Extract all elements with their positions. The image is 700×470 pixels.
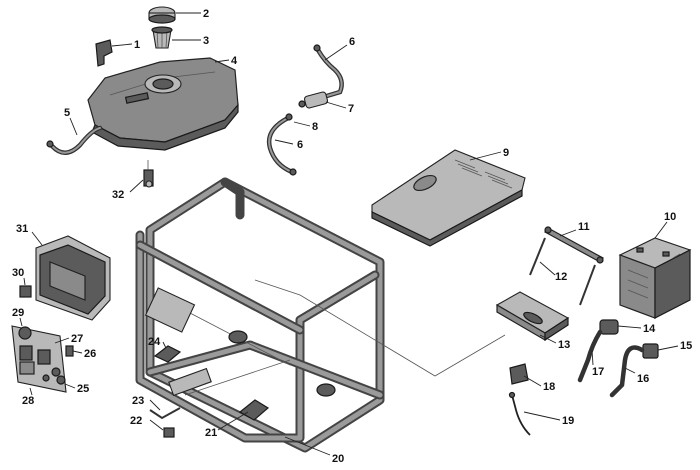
panel-part-25 <box>56 375 66 385</box>
callout-7: 7 <box>348 103 354 115</box>
callout-17: 17 <box>592 366 604 378</box>
callout-23: 23 <box>132 395 144 407</box>
frame-assembly <box>135 177 385 453</box>
callout-15: 15 <box>680 340 692 352</box>
callout-13: 13 <box>558 339 570 351</box>
battery-bar <box>544 226 604 264</box>
tank-bracket <box>95 39 113 67</box>
callout-31: 31 <box>16 223 28 235</box>
callout-10: 10 <box>664 211 676 223</box>
callout-24: 24 <box>148 336 161 348</box>
callout-6-upper: 6 <box>349 36 355 48</box>
callout-2: 2 <box>203 8 209 20</box>
callout-14: 14 <box>643 323 656 335</box>
callout-18: 18 <box>543 381 555 393</box>
battery-cable <box>609 345 645 398</box>
fuel-hose-5 <box>46 125 103 155</box>
engine-mount-24 <box>153 345 182 363</box>
callout-32: 32 <box>112 189 124 201</box>
fuel-hose-upper <box>313 44 344 101</box>
callout-numbers: 1 2 3 4 5 6 6 7 8 9 10 11 12 13 14 15 16… <box>12 8 692 465</box>
callout-1: 1 <box>134 39 140 51</box>
clip-23 <box>149 407 181 420</box>
callout-21: 21 <box>205 427 217 439</box>
callout-4: 4 <box>231 55 238 67</box>
fuel-filter <box>298 91 329 109</box>
starter-relay <box>577 319 619 383</box>
engine-mount-21 <box>238 399 270 421</box>
callout-28: 28 <box>22 395 34 407</box>
callout-20: 20 <box>332 453 344 465</box>
fuel-strainer <box>151 26 173 49</box>
callout-16: 16 <box>637 373 649 385</box>
ground-wire <box>508 391 531 436</box>
callout-27: 27 <box>71 333 83 345</box>
callout-29: 29 <box>12 307 24 319</box>
callout-11: 11 <box>578 221 590 233</box>
control-box-housing <box>35 235 111 321</box>
callout-25: 25 <box>77 383 89 395</box>
terminal-cap <box>642 343 659 359</box>
fuel-valve <box>143 160 154 188</box>
top-cover <box>371 149 526 247</box>
callout-3: 3 <box>203 35 209 47</box>
callout-26: 26 <box>84 348 96 360</box>
battery <box>618 237 692 319</box>
callout-5: 5 <box>64 107 70 119</box>
callout-12: 12 <box>555 271 567 283</box>
callout-9: 9 <box>503 147 509 159</box>
fuel-tank <box>87 57 239 151</box>
callout-30: 30 <box>12 267 24 279</box>
fuel-cap <box>148 6 176 24</box>
battery-rods <box>529 237 596 306</box>
panel-part-30 <box>19 285 32 298</box>
control-panel <box>11 325 67 393</box>
callout-22: 22 <box>130 415 142 427</box>
callout-19: 19 <box>562 415 574 427</box>
leader-lines <box>19 12 679 456</box>
panel-part-26 <box>65 345 74 357</box>
battery-tray <box>495 291 570 342</box>
callout-8: 8 <box>312 121 318 133</box>
callout-6-lower: 6 <box>297 139 303 151</box>
nut-22 <box>163 427 175 438</box>
fuel-hose-lower <box>266 113 297 176</box>
regulator-box <box>509 363 529 385</box>
